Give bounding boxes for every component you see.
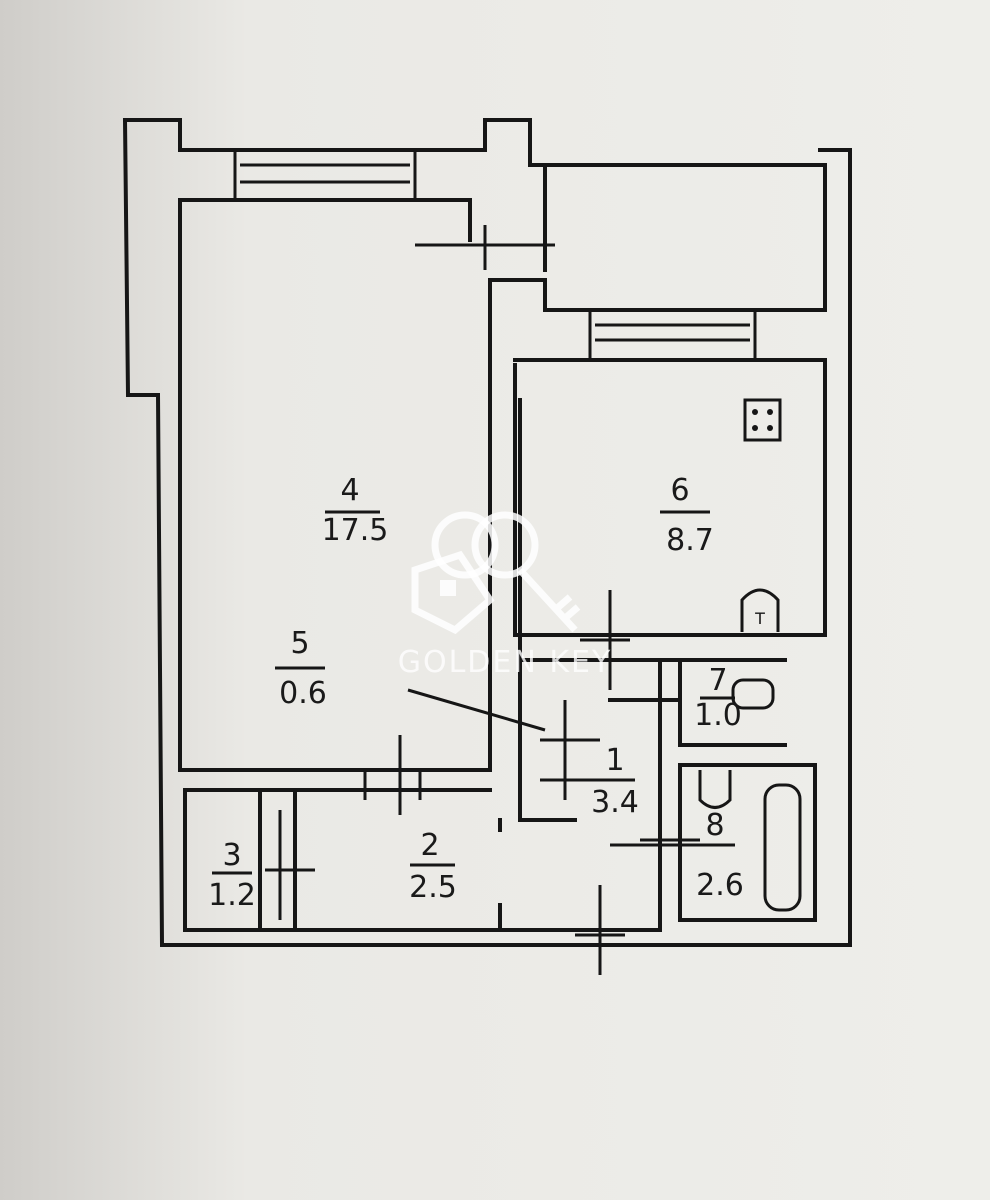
interior-walls bbox=[183, 278, 827, 932]
room-2-area: 2.5 bbox=[409, 870, 457, 905]
toilet-label: T bbox=[754, 609, 765, 628]
windows bbox=[233, 152, 757, 358]
golden-key-watermark-logo: GOLDEN KEY bbox=[398, 511, 613, 680]
room-1-area: 3.4 bbox=[591, 785, 639, 820]
room-3-area: 1.2 bbox=[208, 878, 256, 913]
room-5-number: 5 bbox=[290, 626, 309, 661]
bathtub-icon bbox=[763, 783, 802, 912]
room-2-number: 2 bbox=[420, 828, 439, 863]
room-7-area: 1.0 bbox=[694, 698, 742, 733]
room-3-number: 3 bbox=[222, 838, 241, 873]
room-8-number: 8 bbox=[705, 808, 724, 843]
room-4-area: 17.5 bbox=[322, 513, 389, 548]
room-6-number: 6 bbox=[670, 473, 689, 508]
room-5-area: 0.6 bbox=[279, 676, 327, 711]
watermark-brand-text: GOLDEN KEY bbox=[398, 645, 613, 680]
room-labels: 4 17.5 6 8.7 5 0.6 1 3.4 7 1.0 8 2.6 2 2… bbox=[208, 473, 744, 913]
room-6-area: 8.7 bbox=[666, 523, 714, 558]
toilet-bowl-icon bbox=[698, 770, 732, 809]
doors bbox=[265, 225, 700, 975]
room-8-area: 2.6 bbox=[696, 868, 744, 903]
room-7-number: 7 bbox=[708, 663, 727, 698]
toilet-fixture-icon: T bbox=[740, 588, 780, 632]
room-1-number: 1 bbox=[605, 743, 624, 778]
sink-icon bbox=[731, 678, 775, 710]
stove-icon bbox=[743, 398, 782, 442]
room-4-number: 4 bbox=[340, 473, 359, 508]
